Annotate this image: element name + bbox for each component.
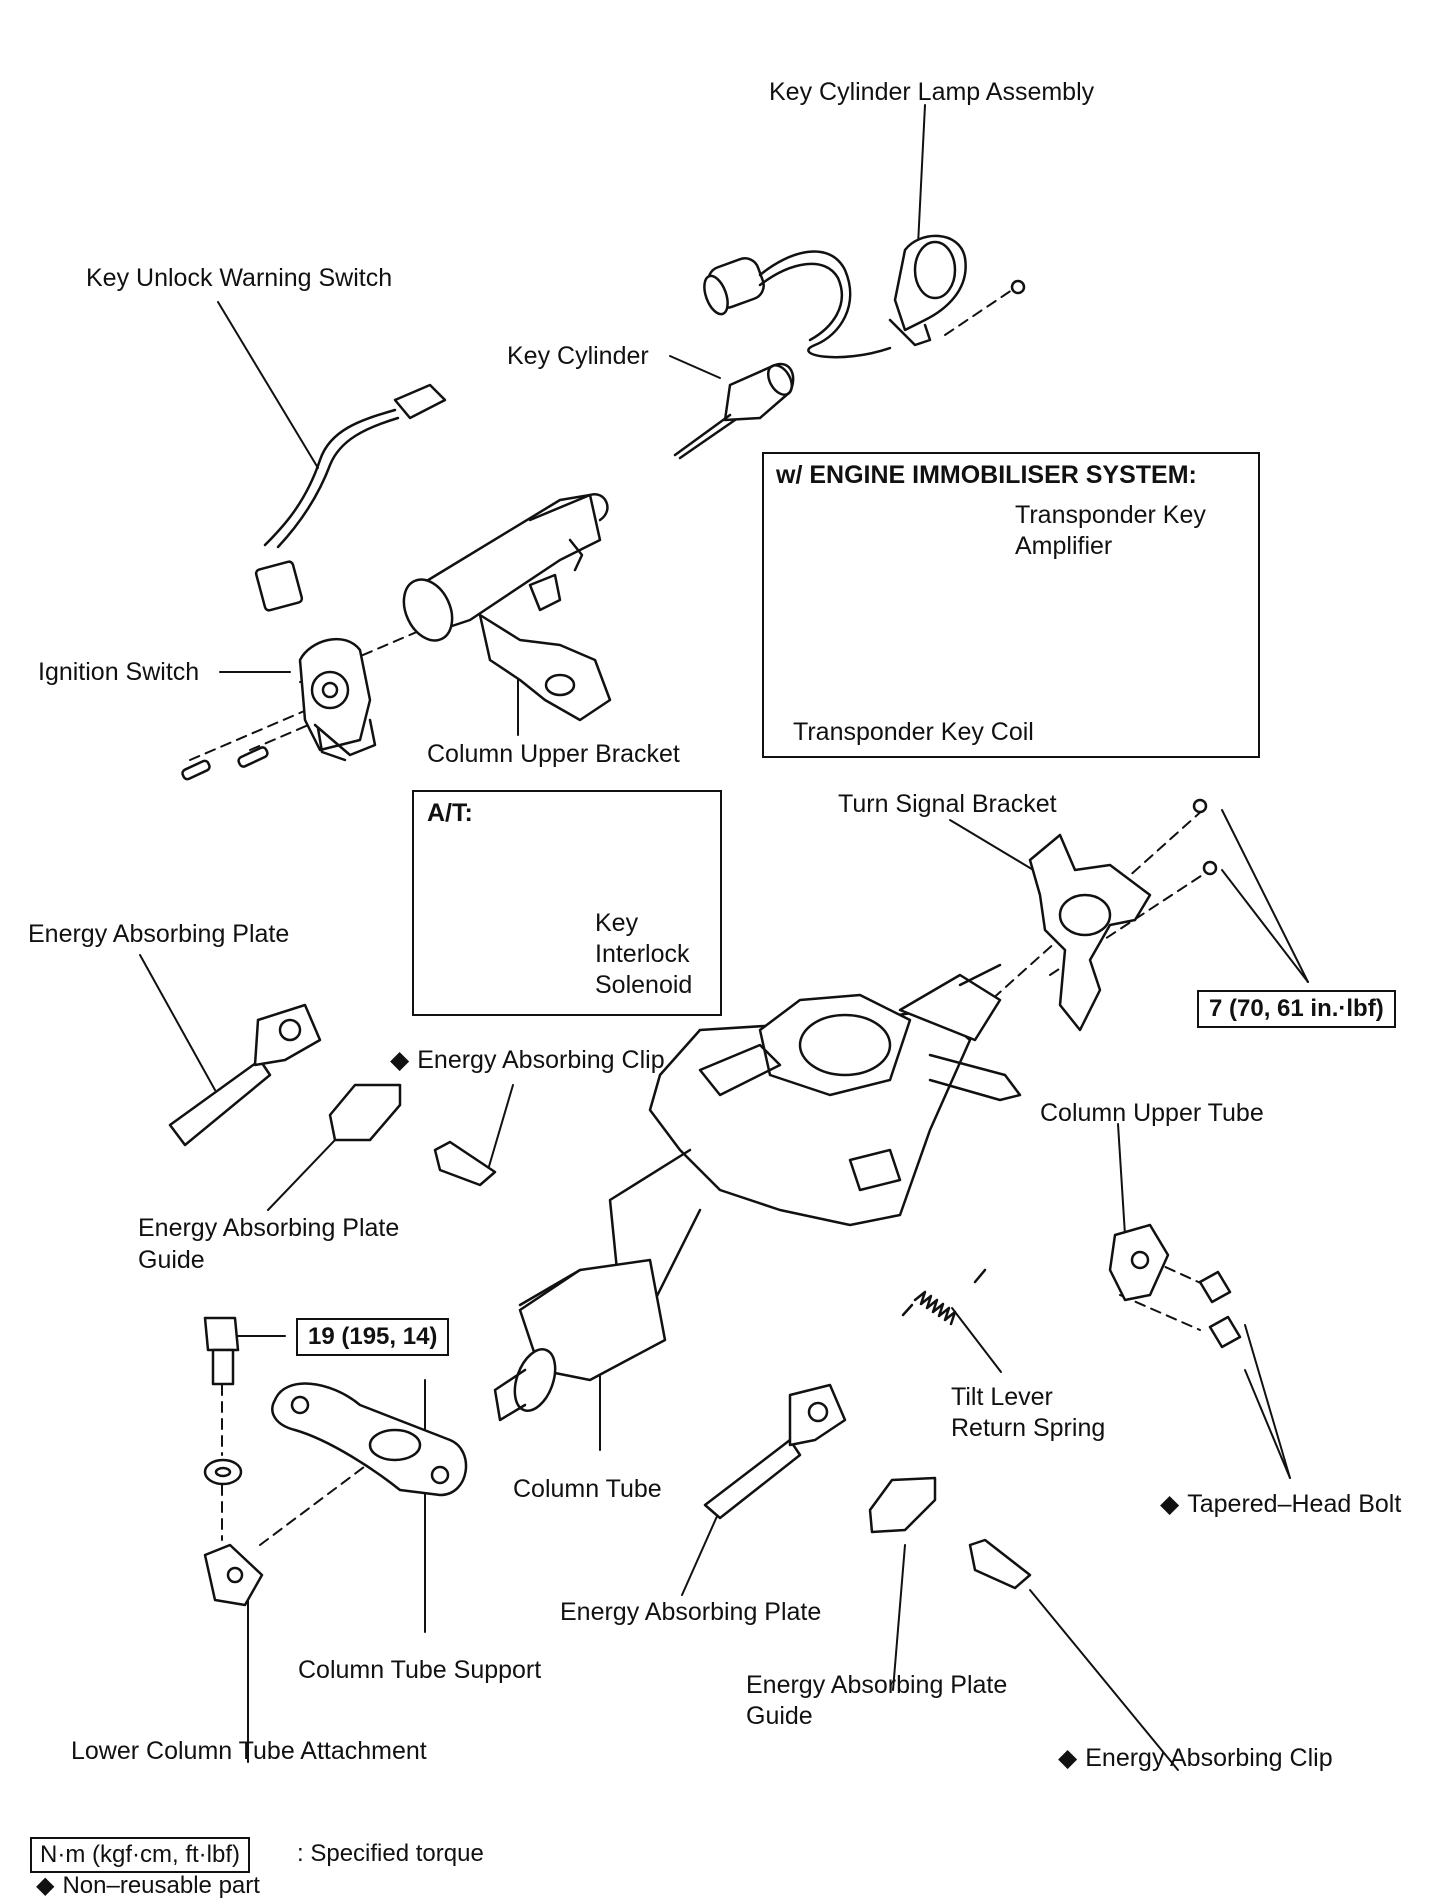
key-interlock-solenoid-label-3: Solenoid [595, 971, 693, 999]
transponder-key-coil-label: Transponder Key Coil [793, 718, 1034, 746]
key-cylinder-lamp-assembly-label: Key Cylinder Lamp Assembly [769, 78, 1095, 106]
tilt-lever-return-spring [901, 1268, 987, 1326]
energy-absorbing-plate-guide-upper [328, 1083, 402, 1142]
tapered-head-bolt-label: Tapered–Head Bolt [1160, 1489, 1401, 1519]
tilt-lever-return-spring-label-1: Tilt Lever [951, 1383, 1053, 1411]
energy-absorbing-clip-lower [968, 1538, 1032, 1590]
column-tube-support-label: Column Tube Support [298, 1656, 542, 1684]
energy-absorbing-plate-guide-label-lower-1: Energy Absorbing Plate [746, 1671, 1008, 1699]
legend-torque-units: N·m (kgf·cm, ft·lbf) [30, 1837, 250, 1873]
column-upper-bracket-label: Column Upper Bracket [427, 740, 680, 768]
energy-absorbing-plate-label-upper: Energy Absorbing Plate [28, 920, 290, 948]
energy-absorbing-clip-upper [433, 1140, 497, 1187]
key-cylinder [673, 362, 795, 460]
energy-absorbing-plate-guide-label-upper-1: Energy Absorbing Plate [138, 1214, 400, 1242]
tapered-head-bolts [1198, 1270, 1242, 1349]
legend-torque-description: : Specified torque [297, 1840, 484, 1867]
immobiliser-box-title: w/ ENGINE IMMOBILISER SYSTEM: [776, 461, 1197, 489]
column-tube-support [271, 1382, 468, 1497]
energy-absorbing-plate-lower [703, 1383, 847, 1520]
column-tube-support-torque: 19 (195, 14) [296, 1318, 450, 1356]
energy-absorbing-plate-guide-label-lower-2: Guide [746, 1702, 813, 1730]
key-unlock-warning-switch [254, 383, 447, 612]
key-interlock-solenoid-label-2: Interlock [595, 940, 690, 968]
steering-column [493, 963, 1022, 1422]
energy-absorbing-plate-guide-lower [868, 1476, 937, 1534]
lower-column-tube-attachment [203, 1543, 264, 1607]
at-inset-box [412, 790, 722, 1016]
key-cylinder-label: Key Cylinder [507, 342, 649, 370]
energy-absorbing-clip-label-upper: Energy Absorbing Clip [390, 1045, 664, 1075]
ignition-switch [181, 637, 377, 781]
at-box-title: A/T: [427, 799, 473, 827]
turn-signal-bracket-label: Turn Signal Bracket [838, 790, 1057, 818]
key-cylinder-lamp-assembly [703, 234, 1026, 359]
column-upper-bracket [402, 492, 612, 722]
energy-absorbing-plate-upper [168, 1003, 322, 1147]
support-bolt [203, 1316, 240, 1386]
key-interlock-solenoid-label-1: Key [595, 909, 639, 937]
transponder-key-amplifier-label-1: Transponder Key [1015, 501, 1206, 529]
transponder-key-amplifier-label-2: Amplifier [1015, 532, 1113, 560]
energy-absorbing-clip-label-lower: Energy Absorbing Clip [1058, 1743, 1332, 1773]
key-unlock-warning-switch-label: Key Unlock Warning Switch [86, 264, 393, 292]
energy-absorbing-plate-label-lower: Energy Absorbing Plate [560, 1598, 822, 1626]
turn-signal-bracket-torque: 7 (70, 61 in.·lbf) [1197, 990, 1396, 1028]
ignition-switch-label: Ignition Switch [38, 658, 200, 686]
column-tube-label: Column Tube [513, 1475, 662, 1503]
turn-signal-bracket [1028, 798, 1218, 1032]
immobiliser-inset-box [762, 452, 1260, 758]
tilt-lever-return-spring-label-2: Return Spring [951, 1414, 1106, 1442]
column-upper-tube-label: Column Upper Tube [1040, 1099, 1264, 1127]
lower-column-tube-attachment-label: Lower Column Tube Attachment [71, 1737, 427, 1765]
legend-non-reusable: Non–reusable part [36, 1871, 259, 1901]
column-upper-tube [1108, 1223, 1170, 1302]
leader-lines [139, 104, 1309, 1771]
energy-absorbing-plate-guide-label-upper-2: Guide [138, 1246, 205, 1274]
support-washer [203, 1458, 243, 1486]
